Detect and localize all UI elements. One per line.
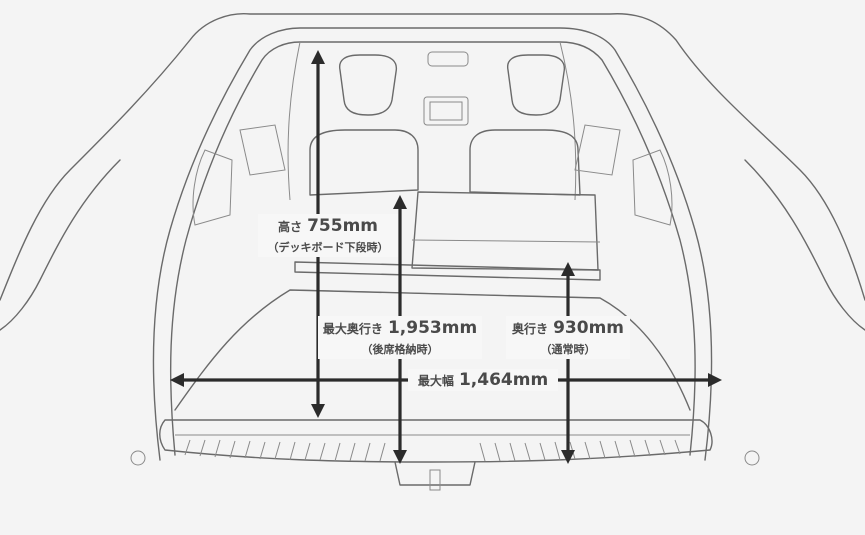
- depth-label-title: 奥行き: [511, 322, 548, 336]
- max-depth-label-title: 最大奥行き: [322, 322, 383, 336]
- depth-value: 930mm: [553, 318, 625, 338]
- depth-label: 奥行き 930mm （通常時）: [506, 316, 630, 359]
- max-width-label: 最大幅 1,464mm: [408, 369, 558, 391]
- max-depth-label: 最大奥行き 1,953mm （後席格納時）: [318, 316, 482, 359]
- max-depth-value: 1,953mm: [387, 318, 478, 338]
- height-value: 755mm: [307, 216, 379, 236]
- max-width-value: 1,464mm: [458, 370, 549, 390]
- max-depth-note: （後席格納時）: [361, 343, 439, 356]
- depth-note: （通常時）: [540, 343, 596, 356]
- height-label: 高さ 755mm （デッキボード下段時）: [258, 214, 398, 257]
- max-width-label-title: 最大幅: [417, 374, 454, 388]
- height-label-title: 高さ: [277, 220, 302, 234]
- height-note: （デッキボード下段時）: [267, 241, 389, 254]
